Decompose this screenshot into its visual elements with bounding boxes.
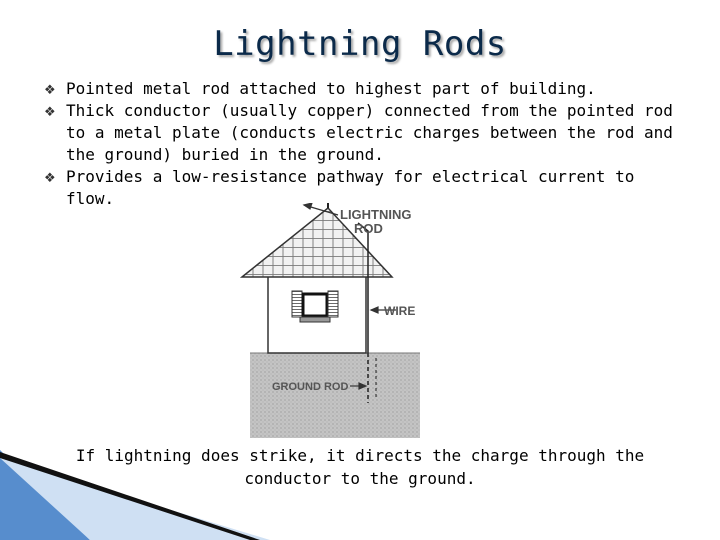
slide-caption: If lightning does strike, it directs the… (75, 446, 645, 488)
square-bullet-icon: ❖ (44, 105, 56, 120)
square-bullet-icon: ❖ (44, 171, 56, 186)
bullet-text: Provides a low-resistance pathway for el… (66, 167, 635, 208)
bullet-text: Pointed metal rod attached to highest pa… (66, 79, 596, 98)
label-rod: ROD (354, 221, 383, 236)
bullet-item: ❖ Thick conductor (usually copper) conne… (44, 100, 684, 166)
square-bullet-icon: ❖ (44, 83, 56, 98)
label-arrows (302, 203, 396, 390)
label-lightning: LIGHTNING (340, 207, 412, 222)
bullet-text: Thick conductor (usually copper) connect… (66, 101, 673, 164)
label-wire: WIRE (384, 304, 415, 318)
slide-title: Lightning Rods (213, 24, 507, 64)
bullet-item: ❖ Pointed metal rod attached to highest … (44, 78, 684, 100)
corner-decoration (0, 450, 270, 540)
wire-line (357, 222, 369, 353)
lightning-rod-diagram: LIGHTNING ROD WIRE GROUND ROD (239, 203, 420, 438)
label-ground-rod: GROUND ROD (272, 381, 348, 393)
ground-area (250, 353, 420, 438)
house-window (291, 290, 339, 323)
bullet-item: ❖ Provides a low-resistance pathway for … (44, 166, 684, 210)
house-roof (239, 206, 394, 278)
bullet-list: ❖ Pointed metal rod attached to highest … (44, 78, 684, 210)
